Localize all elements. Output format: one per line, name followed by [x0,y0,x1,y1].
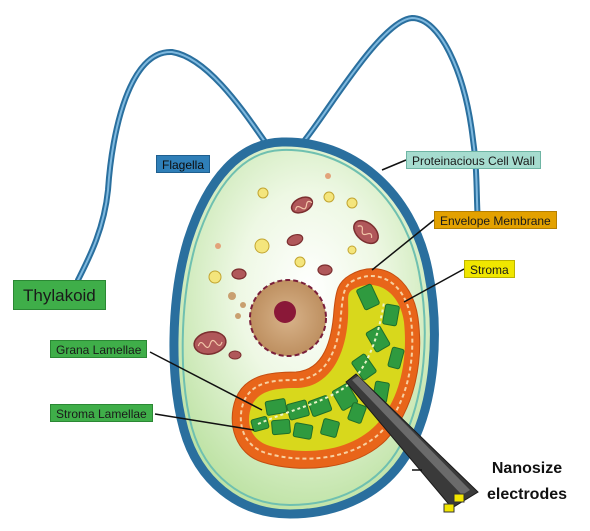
label-cell-wall: Proteinacious Cell Wall [406,151,541,169]
nucleolus [274,301,296,323]
label-stroma-lamellae: Stroma Lamellae [50,404,153,422]
label-nanosize-electrodes: Nanosize electrodes [472,456,582,508]
label-grana-lamellae: Grana Lamellae [50,340,147,358]
label-envelope-membrane: Envelope Membrane [434,211,557,229]
label-flagella: Flagella [156,155,210,173]
label-stroma: Stroma [464,260,515,278]
label-thylakoid: Thylakoid [13,280,106,310]
